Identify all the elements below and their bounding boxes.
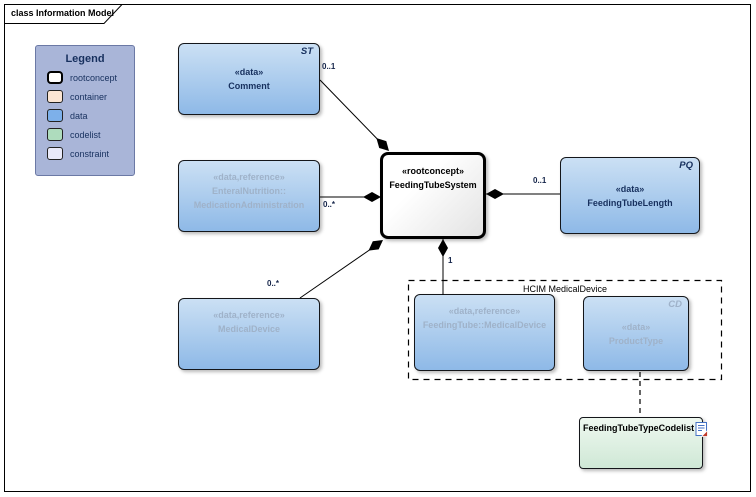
stereotype-label: «data,reference»	[213, 310, 285, 320]
node-name-label: Comment	[228, 81, 270, 91]
node-name-label: FeedingTubeLength	[587, 197, 673, 208]
legend-item-data: data	[47, 108, 134, 123]
legend-item-label: constraint	[70, 148, 110, 159]
legend-item-label: container	[70, 91, 108, 102]
document-icon	[695, 422, 709, 437]
legend-item-rootconcept: rootconcept	[47, 70, 134, 85]
datatype-badge-cd: CD	[668, 299, 682, 310]
hcim-medicaldevice-container-label: HCIM MedicalDevice	[522, 284, 608, 294]
node-name-label-line1: EnteralNutrition::	[212, 186, 286, 196]
multiplicity-feeding-tube-length: 0..1	[533, 176, 547, 185]
node-feeding-tube-system[interactable]: «rootconcept» FeedingTubeSystem	[380, 152, 486, 239]
multiplicity-medication-administration: 0..*	[323, 200, 336, 209]
legend-item-label: rootconcept	[70, 72, 118, 83]
constraint-swatch	[47, 147, 63, 160]
node-name-label: FeedingTubeTypeCodelist	[583, 423, 695, 433]
node-comment[interactable]: ST «data» Comment	[178, 43, 320, 115]
multiplicity-feeding-tube-medical-device: 1	[448, 256, 453, 265]
node-medication-administration-text: «data,reference» EnteralNutrition:: Medi…	[179, 161, 319, 231]
codelist-swatch	[47, 128, 63, 141]
stereotype-label: «data,reference»	[213, 172, 285, 182]
node-name-label: FeedingTubeSystem	[389, 180, 477, 190]
diagram-frame-border	[4, 4, 751, 492]
node-product-type[interactable]: CD «data» ProductType	[583, 296, 689, 371]
legend-item-label: data	[70, 110, 88, 121]
legend-panel: Legend rootconcept container data codeli…	[35, 45, 135, 176]
node-medication-administration[interactable]: «data,reference» EnteralNutrition:: Medi…	[178, 160, 320, 232]
datatype-badge-pq: PQ	[679, 160, 693, 171]
stereotype-label: «data»	[621, 321, 651, 332]
node-feeding-tube-medical-device[interactable]: «data,reference» FeedingTube::MedicalDev…	[414, 294, 555, 371]
multiplicity-comment: 0..1	[322, 62, 336, 71]
legend-item-container: container	[47, 89, 134, 104]
stereotype-label: «data»	[615, 183, 645, 194]
node-comment-text: «data» Comment	[179, 44, 319, 114]
diagram-title: class Information Model	[11, 8, 115, 18]
node-name-label: FeedingTube::MedicalDevice	[422, 320, 547, 330]
node-medical-device[interactable]: «data,reference» MedicalDevice	[178, 298, 320, 370]
legend-item-label: codelist	[70, 129, 101, 140]
node-medical-device-text: «data,reference» MedicalDevice	[179, 299, 319, 369]
legend-item-codelist: codelist	[47, 127, 134, 142]
node-name-label: ProductType	[608, 335, 664, 346]
node-feeding-tube-type-codelist-text: FeedingTubeTypeCodelist	[580, 418, 709, 437]
node-name-label-line2: MedicationAdministration	[193, 200, 305, 210]
stereotype-label: «data,reference»	[448, 306, 521, 316]
data-swatch	[47, 109, 63, 122]
node-name-label: MedicalDevice	[217, 324, 281, 334]
stereotype-label: «data»	[234, 67, 264, 77]
legend-item-constraint: constraint	[47, 146, 134, 161]
legend-title: Legend	[65, 53, 105, 65]
multiplicity-medical-device: 0..*	[267, 279, 280, 288]
node-feeding-tube-type-codelist[interactable]: FeedingTubeTypeCodelist	[579, 417, 709, 469]
node-feeding-tube-length-text: «data» FeedingTubeLength	[561, 158, 699, 233]
node-feeding-tube-system-text: «rootconcept» FeedingTubeSystem	[383, 155, 483, 236]
node-feeding-tube-length[interactable]: PQ «data» FeedingTubeLength	[560, 157, 700, 234]
stereotype-label: «rootconcept»	[401, 166, 464, 176]
datatype-badge-st: ST	[300, 46, 313, 57]
rootconcept-swatch	[47, 71, 63, 84]
container-swatch	[47, 90, 63, 103]
node-feeding-tube-medical-device-text: «data,reference» FeedingTube::MedicalDev…	[415, 295, 554, 370]
